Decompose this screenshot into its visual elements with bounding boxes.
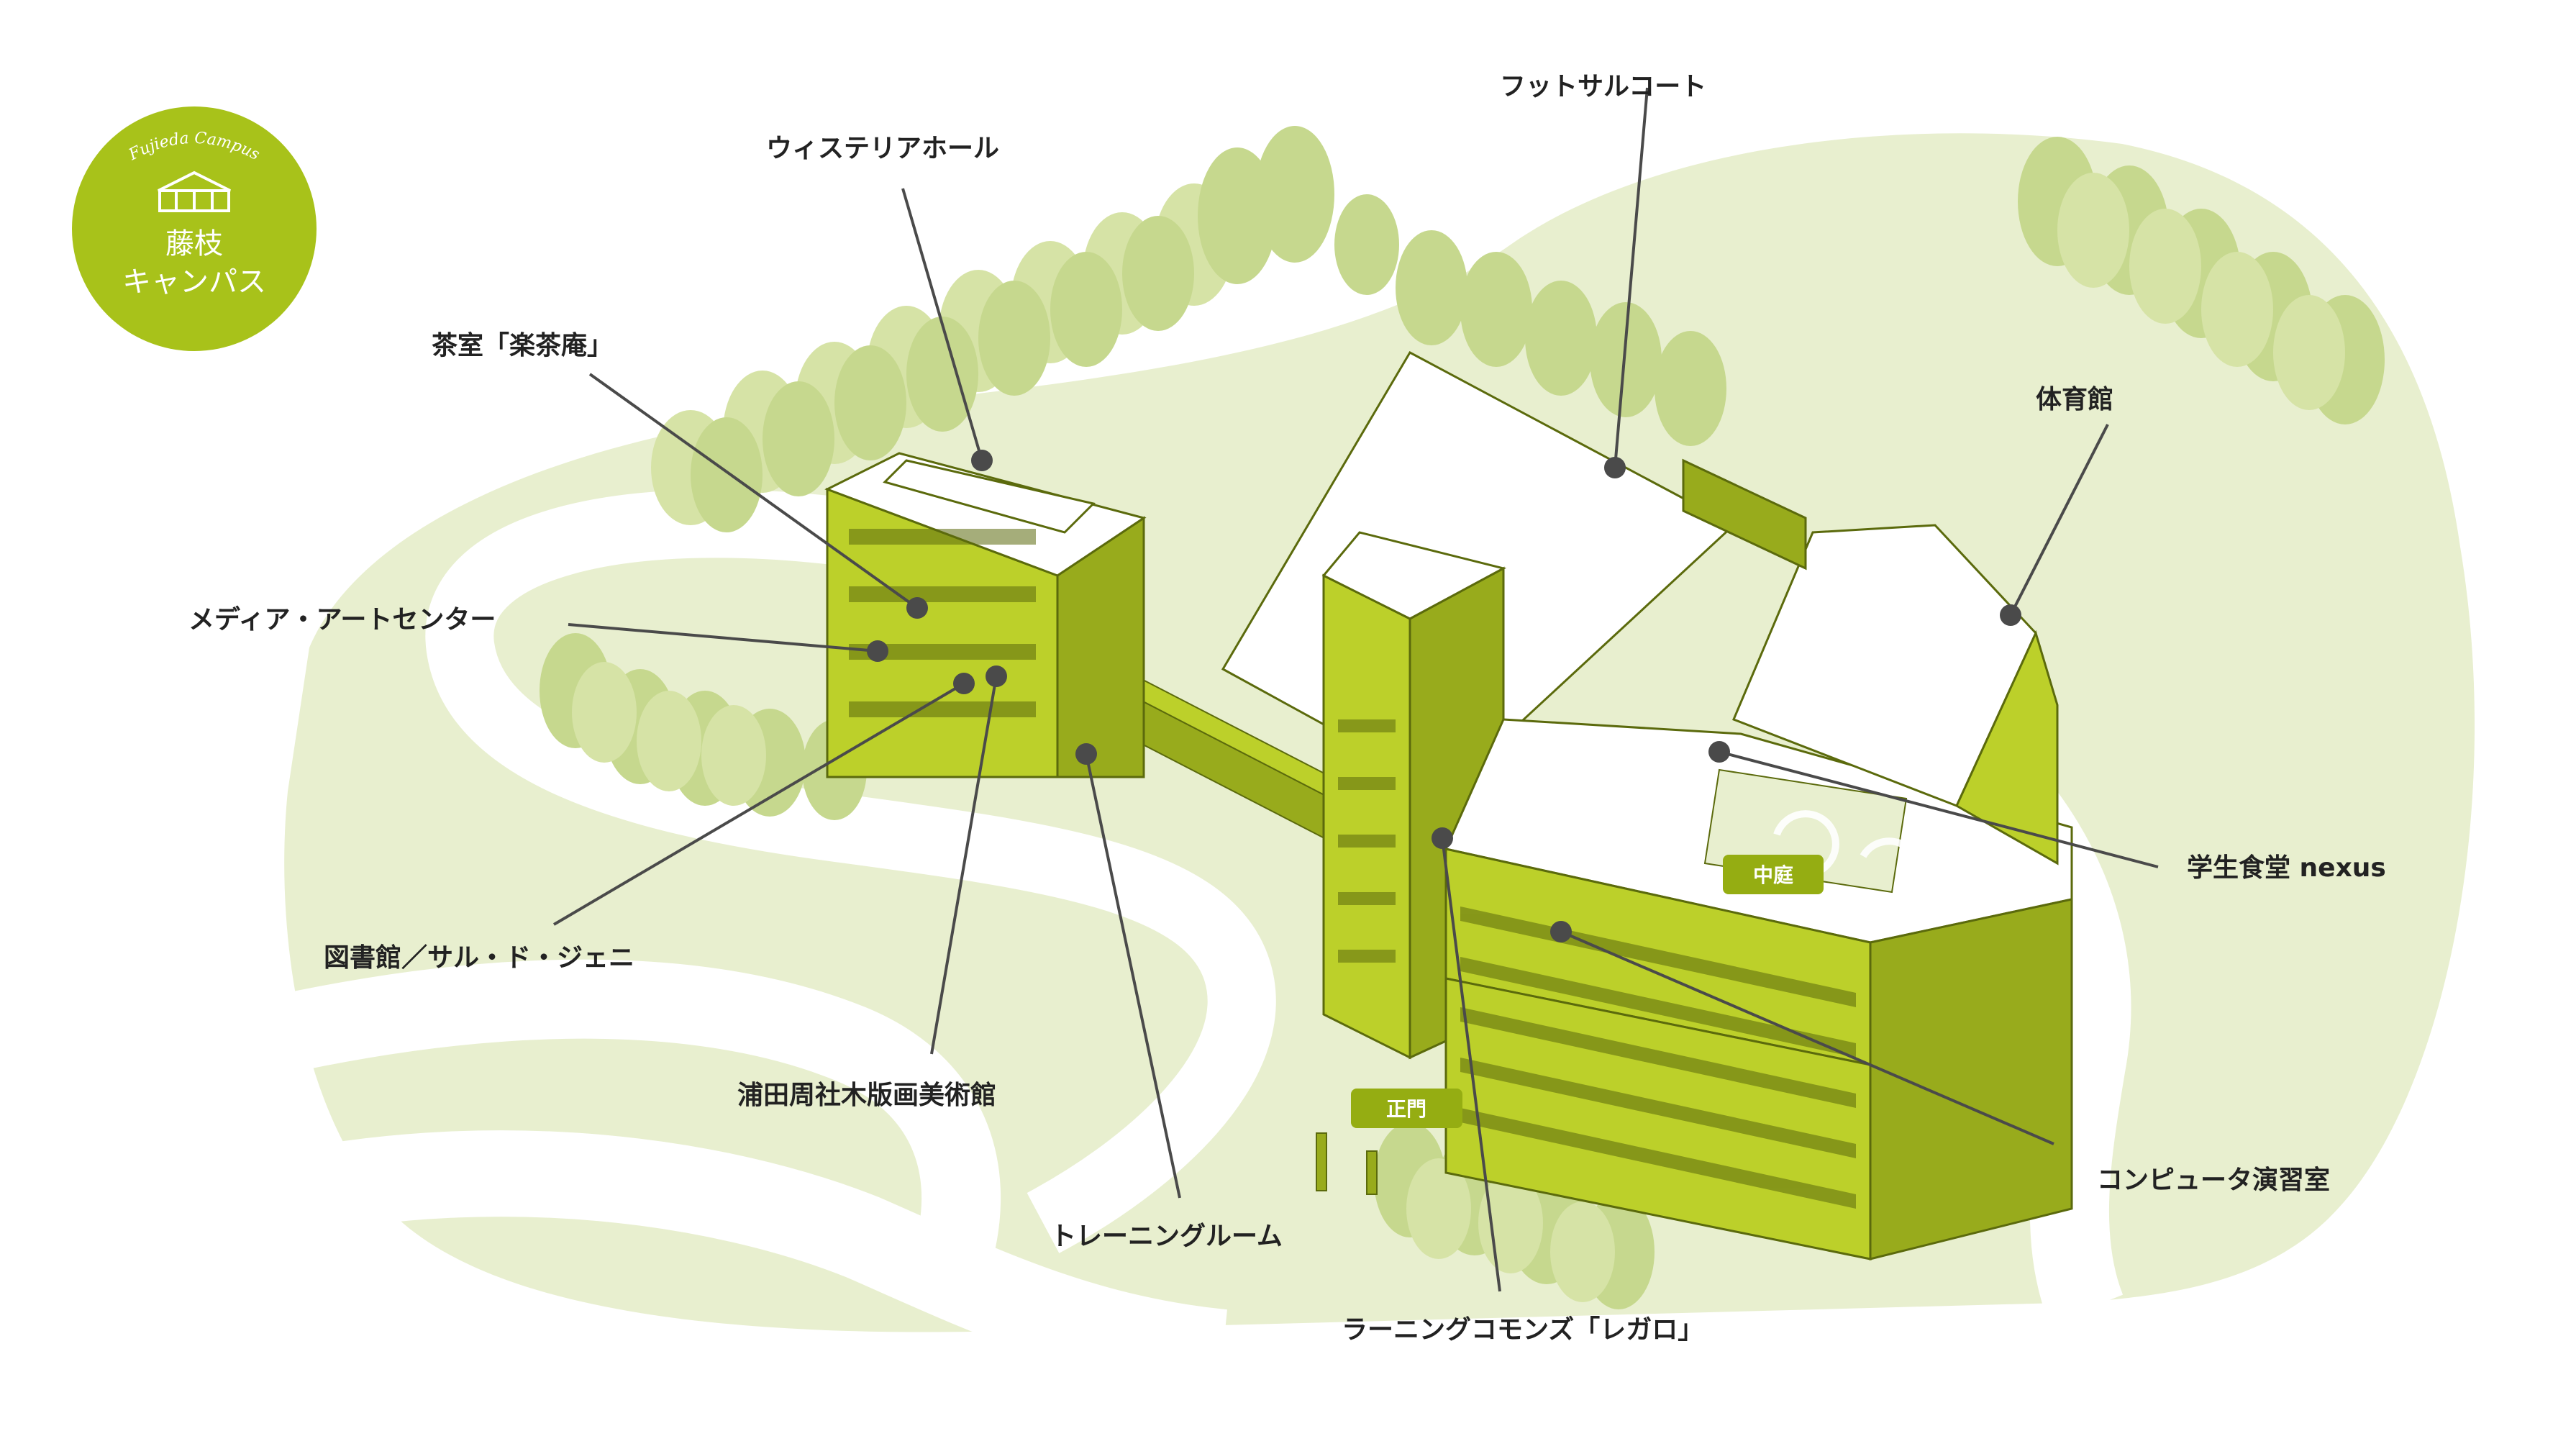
pin-learning-commons <box>1432 827 1453 849</box>
road-bottom <box>279 1130 1228 1396</box>
label-computer-room: コンピュータ演習室 <box>2097 1166 2330 1195</box>
pin-tea-room <box>906 597 928 619</box>
pin-futsal-court <box>1604 457 1626 478</box>
road-loop <box>425 489 1276 1253</box>
label-training-room: トレーニングルーム <box>1050 1222 1283 1251</box>
gate-pillar-left <box>1316 1132 1327 1191</box>
tag-main-gate-label: 正門 <box>1386 1097 1426 1121</box>
road-left <box>265 959 1001 1279</box>
pin-media-art-center <box>867 640 888 662</box>
label-library: 図書館／サル・ド・ジェニ <box>324 942 634 973</box>
tag-courtyard-label: 中庭 <box>1753 863 1793 887</box>
label-learning-commons: ラーニングコモンズ「レガロ」 <box>1342 1314 1703 1345</box>
pin-art-museum <box>986 665 1007 687</box>
building-gymnasium <box>1682 458 2059 865</box>
pins <box>867 450 2021 942</box>
courtyard-icon <box>1773 810 1924 906</box>
gate-pillar-right <box>1366 1150 1378 1195</box>
pin-student-cafeteria <box>1708 741 1730 763</box>
label-art-museum: 浦田周社木版画美術館 <box>737 1080 996 1110</box>
tag-main-gate: 正門 <box>1351 1089 1462 1128</box>
pin-gymnasium <box>2000 604 2021 626</box>
pin-library <box>953 673 975 694</box>
badge-title-line1: 藤枝 <box>165 227 223 260</box>
label-wisteria-hall: ウィステリアホール <box>766 134 999 163</box>
pin-computer-room <box>1550 921 1572 942</box>
school-building-icon <box>158 171 231 212</box>
pin-training-room <box>1075 743 1097 765</box>
label-gymnasium: 体育館 <box>2036 384 2113 414</box>
label-tea-room: 茶室「楽茶庵」 <box>432 331 613 360</box>
label-student-cafeteria: 学生食堂 nexus <box>2187 853 2386 883</box>
building-tower <box>1321 531 1507 1060</box>
label-media-art-center: メディア・アートセンター <box>188 604 496 635</box>
tag-courtyard: 中庭 <box>1723 855 1824 894</box>
label-futsal-court: フットサルコート <box>1500 72 1706 101</box>
building-west <box>824 452 1147 778</box>
labels: ウィステリアホール フットサルコート 茶室「楽茶庵」 体育館 メディア・アートセ… <box>188 72 2386 1345</box>
pin-wisteria-hall <box>971 450 993 471</box>
badge-title-line2: キャンパス <box>122 265 266 299</box>
leader-lines <box>552 87 2159 1292</box>
campus-badge: Fujieda Campus 藤枝 キャンパス <box>72 106 317 351</box>
